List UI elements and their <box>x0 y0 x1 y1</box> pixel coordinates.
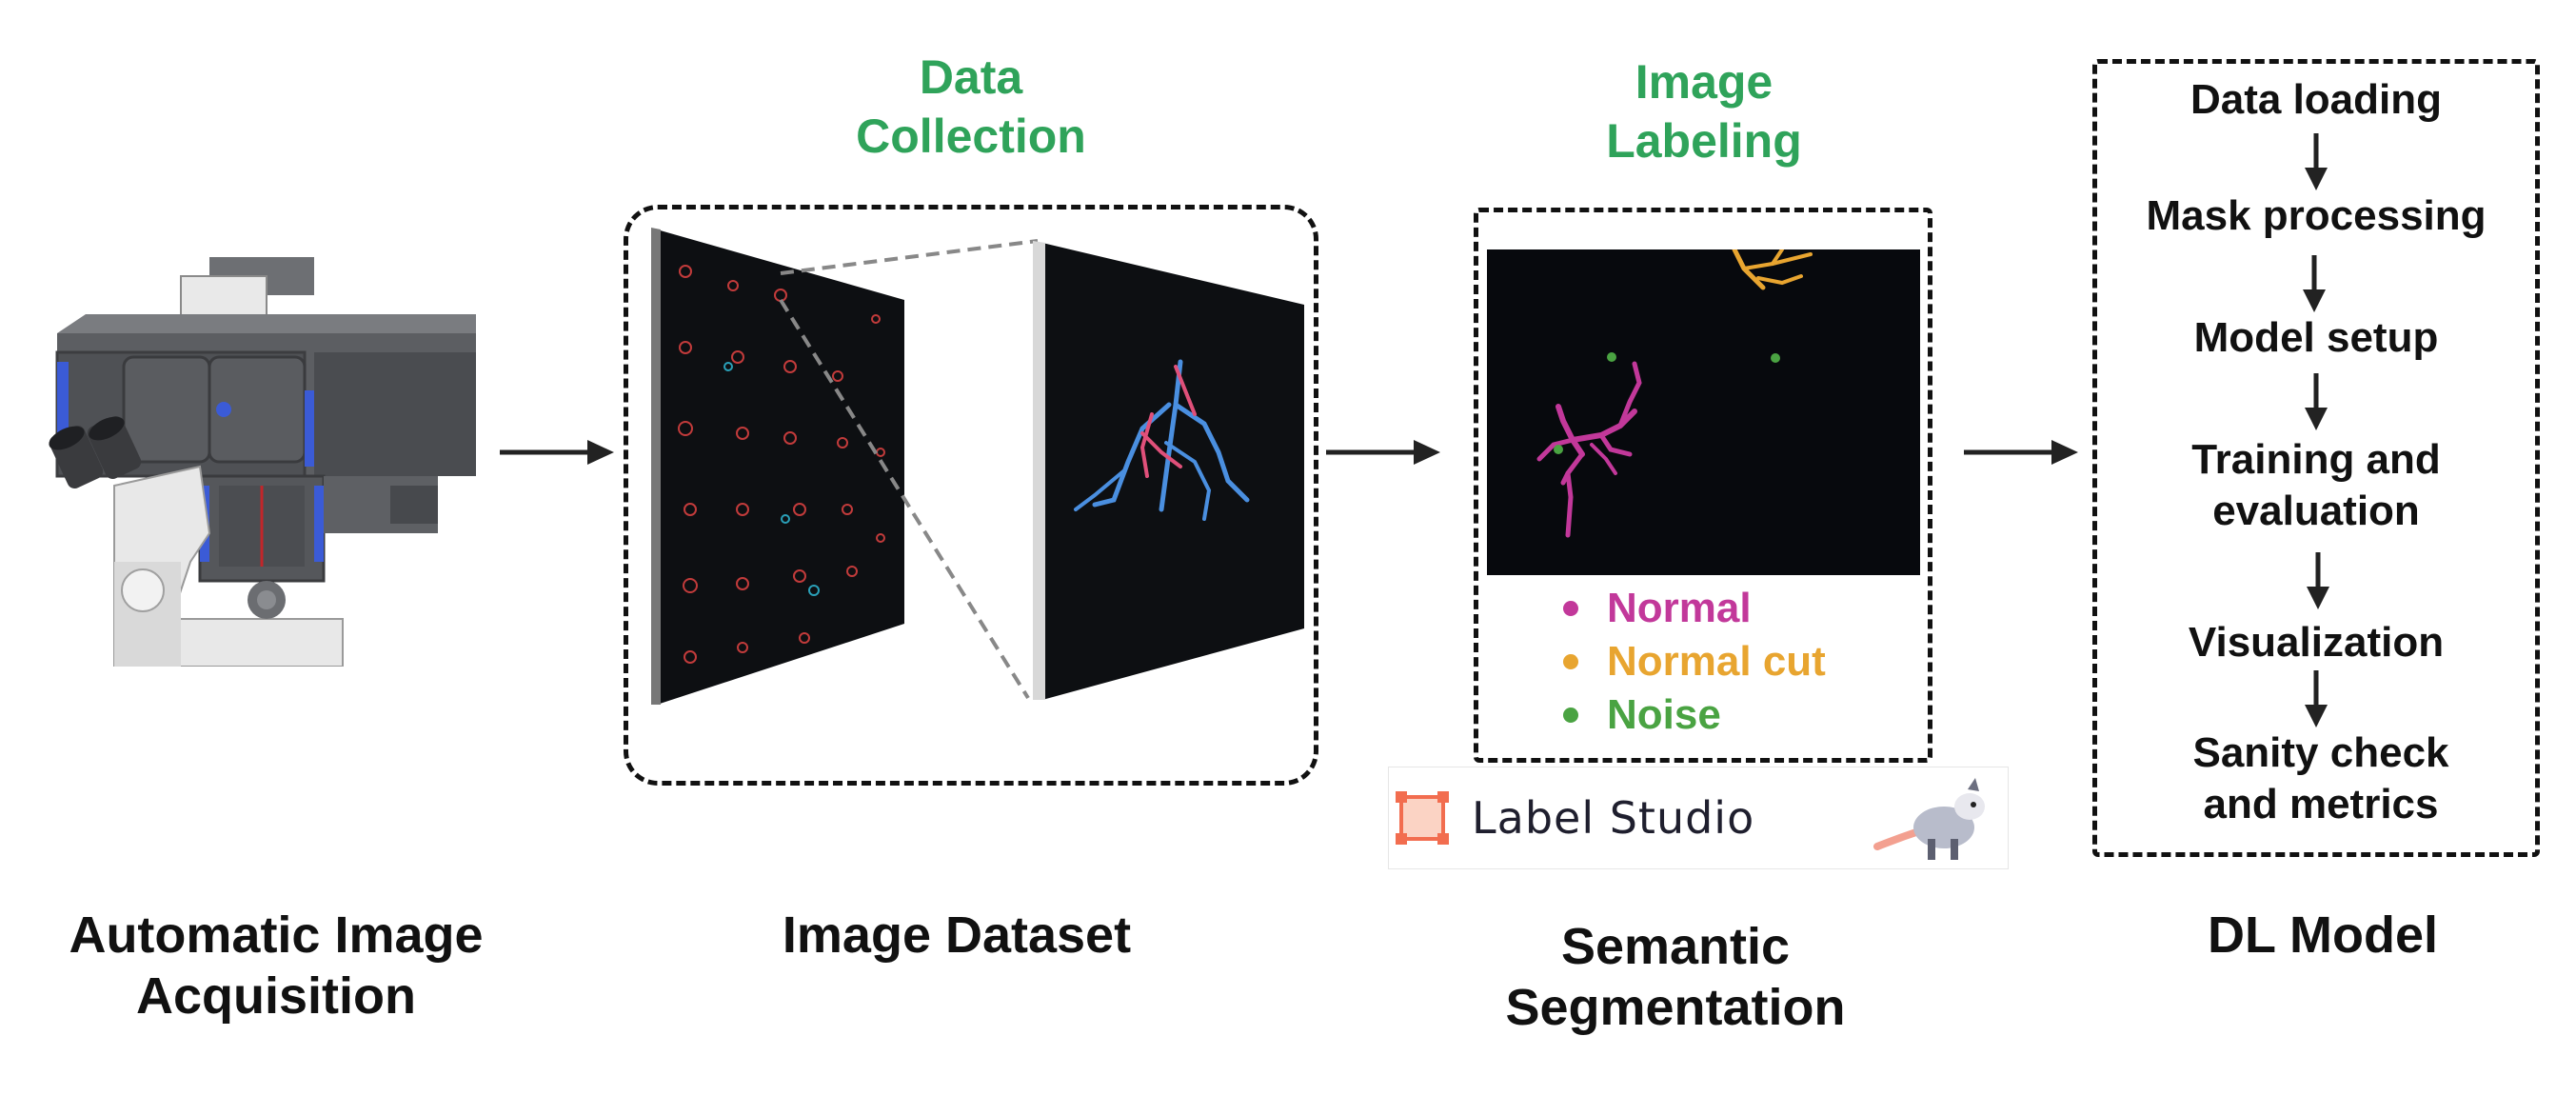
legend-label-normal: Normal <box>1607 585 1752 631</box>
legend-dot-noise <box>1563 707 1578 723</box>
image-labeling-heading: Image Labeling <box>1606 55 1802 168</box>
legend-item-noise: Noise <box>1563 689 1721 741</box>
microscope-illustration <box>49 257 476 667</box>
arrow-dataset-to-labeling <box>1326 440 1440 465</box>
label-studio-logo-icon <box>1396 791 1449 845</box>
legend-item-normal-cut: Normal cut <box>1563 636 1826 687</box>
step-sanity-check-and-metrics: Sanity check and metrics <box>2192 729 2449 827</box>
data-collection-heading: Data Collection <box>856 50 1086 163</box>
step-model-setup: Model setup <box>2193 314 2439 361</box>
arrow-step-5 <box>2305 670 2328 727</box>
opossum-mascot-icon <box>1873 778 1985 860</box>
step-visualization: Visualization <box>2188 619 2445 666</box>
legend-dot-normal <box>1563 601 1578 616</box>
arrow-labeling-to-model <box>1964 440 2078 465</box>
arrow-acquisition-to-dataset <box>500 440 614 465</box>
image-dataset-caption: Image Dataset <box>782 907 1132 964</box>
arrow-step-4 <box>2307 552 2329 609</box>
semantic-segmentation-caption: Semantic Segmentation <box>1505 918 1846 1036</box>
step-data-loading: Data loading <box>2190 76 2443 123</box>
segmentation-mask-image <box>1487 249 1920 575</box>
legend-label-normal-cut: Normal cut <box>1607 638 1826 685</box>
acquisition-caption: Automatic Image Acquisition <box>69 907 484 1025</box>
arrow-step-3 <box>2305 373 2328 430</box>
step-mask-processing: Mask processing <box>2146 192 2487 239</box>
model-pipeline-frame <box>2092 59 2540 857</box>
labeling-frame <box>1474 208 1932 763</box>
step-training-and-evaluation: Training and evaluation <box>2191 436 2441 534</box>
image-dataset-illustration <box>651 228 1304 705</box>
arrow-step-2 <box>2303 255 2326 312</box>
legend-item-normal: Normal <box>1563 583 1752 634</box>
label-studio-name: Label Studio <box>1472 792 1755 844</box>
label-studio-banner: Label Studio <box>1388 767 2009 869</box>
dl-model-caption: DL Model <box>2208 907 2438 964</box>
legend-dot-normal-cut <box>1563 654 1578 669</box>
legend-label-noise: Noise <box>1607 691 1721 738</box>
arrow-step-1 <box>2305 133 2328 190</box>
dataset-frame <box>624 205 1318 786</box>
